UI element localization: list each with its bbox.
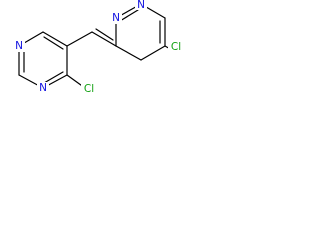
- bond-c4-c6: [42, 31, 68, 47]
- bond-c4r-c5r-back: [115, 45, 142, 61]
- bond-c5r-c4r: [140, 45, 166, 61]
- atom-cl-left: Cl: [84, 83, 94, 95]
- atom-n4: N: [112, 12, 120, 24]
- atom-cl-right: Cl: [171, 41, 181, 53]
- bond-n3-c5-inner: [43, 71, 64, 84]
- bond-c2r-n1r-inner: [119, 9, 139, 22]
- bond-ring-link: [66, 31, 93, 47]
- molecule-structure: N N N N Cl Cl: [13, 0, 184, 95]
- bond-c4r-n3r-inner: [95, 28, 114, 41]
- atom-layer: N N N N Cl Cl: [13, 0, 184, 95]
- atom-n1: N: [15, 40, 23, 52]
- bond-c4-c6-inner: [43, 36, 64, 50]
- atom-n5: N: [137, 0, 145, 11]
- atom-n3: N: [39, 82, 47, 94]
- bond-c4r-n3r: [91, 31, 117, 47]
- bond-layer: [18, 3, 173, 89]
